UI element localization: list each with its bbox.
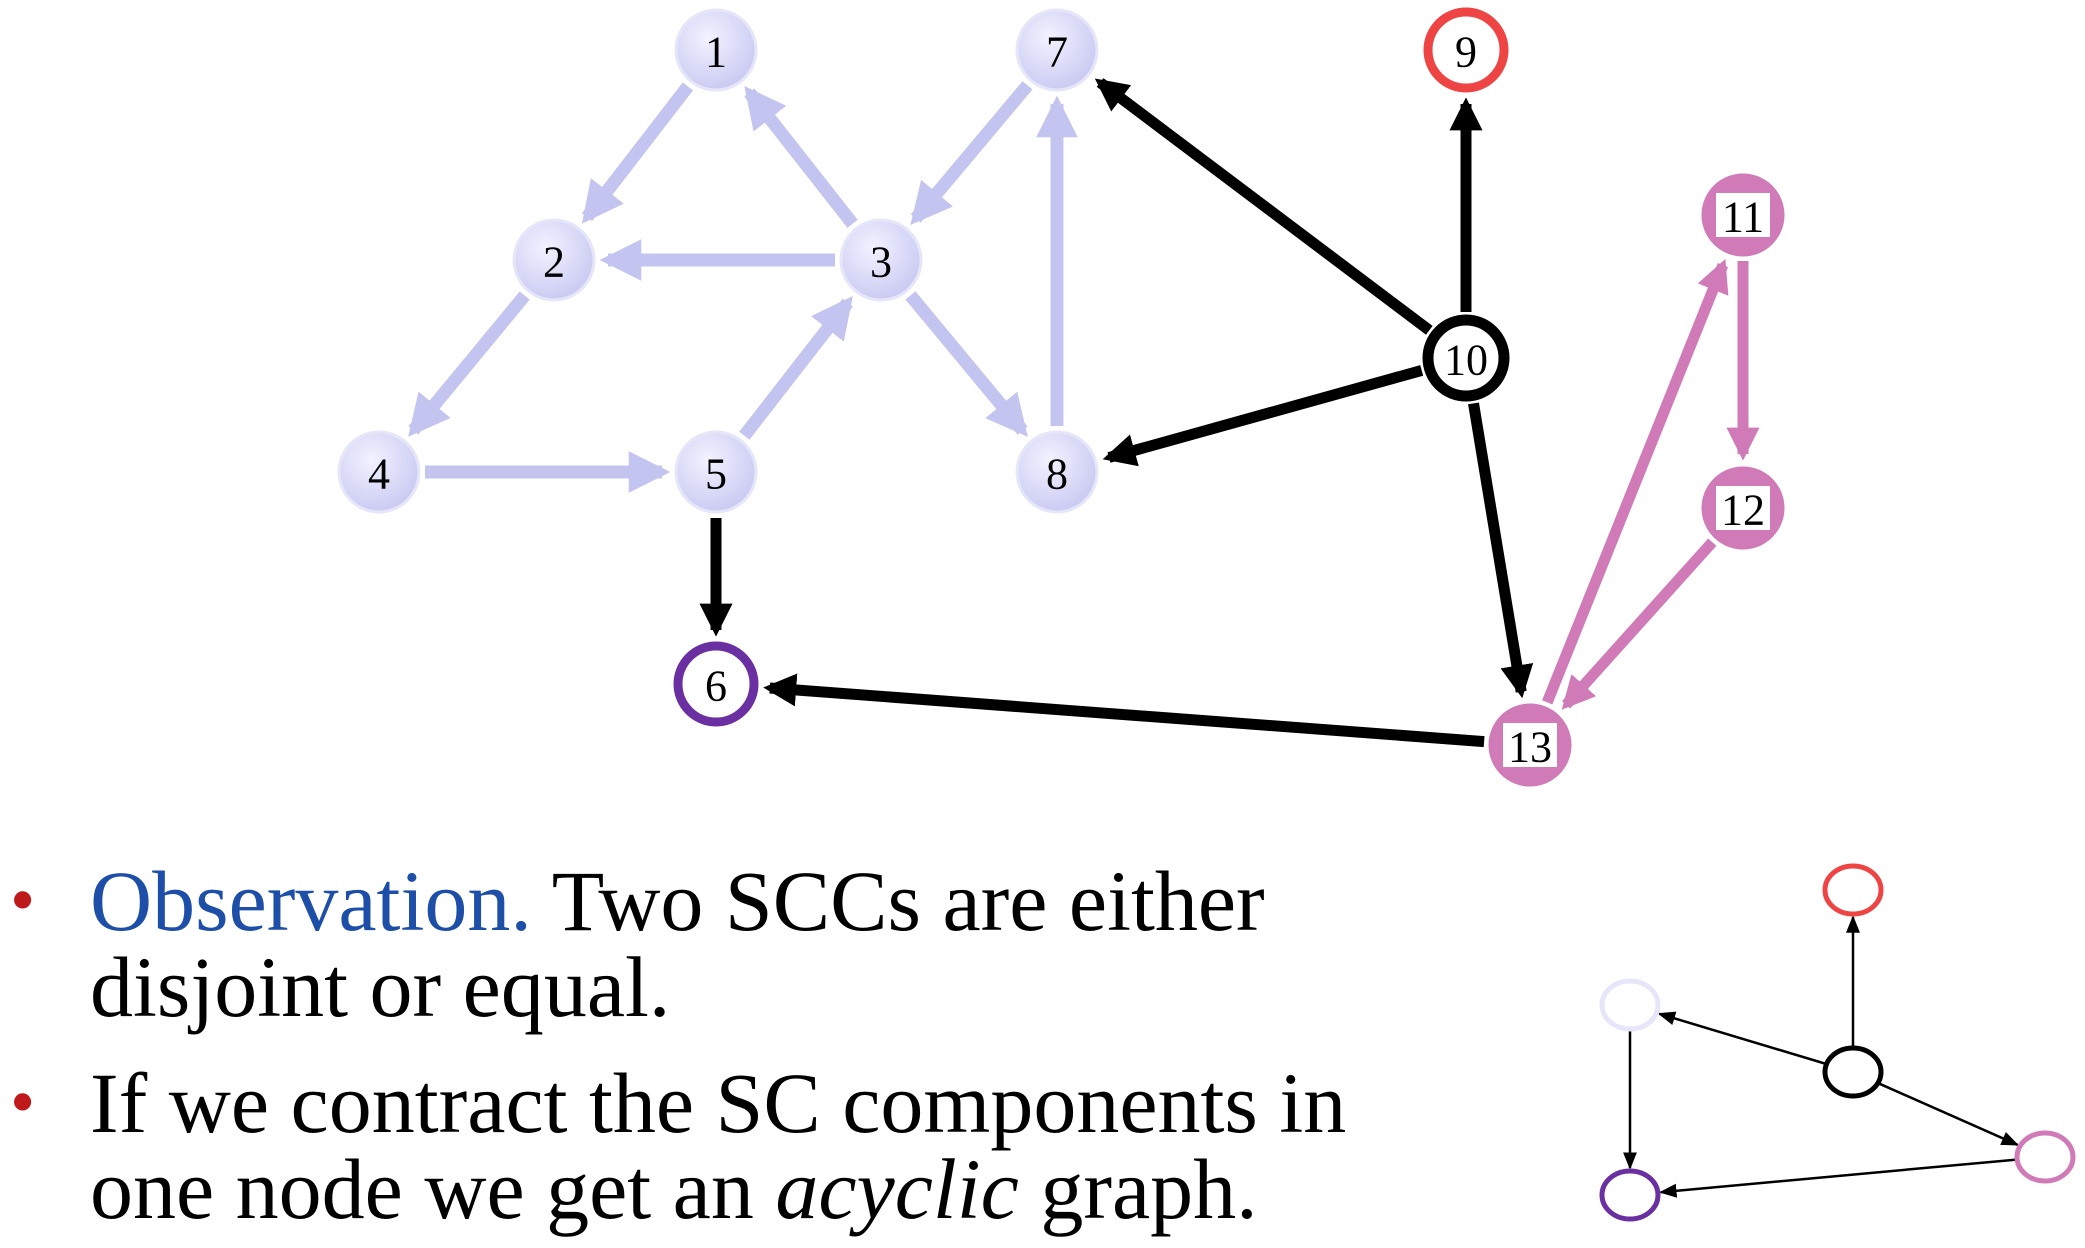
node-1: 1 [674,8,758,92]
dag-node-purple [1599,1168,1661,1222]
node-13: 13 [1488,703,1572,787]
node-6: 6 [673,641,759,727]
node-7: 7 [1015,8,1099,92]
contract-line-2-pre: one node we get an [90,1141,776,1237]
edge-13-to-6 [763,673,1485,748]
node-7-label: 7 [1046,28,1068,77]
node-9-circle [1423,7,1509,93]
contract-line-2-post: graph. [1018,1141,1258,1237]
contract-line-2-emphasis: acyclic [775,1141,1019,1237]
edge-3-to-8 [905,291,1028,437]
edge-10-to-7 [1094,78,1433,335]
node-3: 3 [839,218,923,302]
edge-7-to-3 [910,81,1033,225]
node-2-label: 2 [543,238,565,287]
node-5-label: 5 [705,450,727,499]
edge-5-to-3 [739,296,853,440]
node-2-circle [512,218,596,302]
edge-10-to-8 [1102,365,1424,467]
node-3-label: 3 [870,238,892,287]
node-11-label-box [1716,193,1770,237]
edge-10-to-13 [1468,402,1534,699]
node-4-circle [337,430,421,514]
node-8-label: 8 [1046,450,1068,499]
node-1-circle [674,8,758,92]
edge-2-to-4 [408,291,530,437]
node-13-label-box [1503,723,1557,767]
dag-edge-pink-to-purple [1659,1158,2016,1198]
node-6-label: 6 [705,662,727,711]
node-2: 2 [512,218,596,302]
node-3-circle [839,218,923,302]
bullet-dot: • [10,1062,36,1142]
observation-line-2: disjoint or equal. [90,939,671,1035]
edge-3-to-1 [744,85,858,228]
node-9-label: 9 [1455,28,1477,77]
node-9: 9 [1423,7,1509,93]
node-12-label: 12 [1721,486,1765,535]
edge-1-to-2 [581,82,694,224]
node-10-label: 10 [1444,336,1488,385]
node-7-circle [1015,8,1099,92]
node-12-label-box [1716,486,1770,530]
node-10-circle [1422,314,1510,402]
dag-node-black [1822,1045,1884,1099]
dag-edge-black-to-lavender [1657,1011,1826,1065]
node-11-label: 11 [1722,193,1764,242]
node-8: 8 [1015,430,1099,514]
dag-node-red [1822,863,1884,917]
edge-13-to-11 [1542,258,1729,705]
node-13-label: 13 [1508,723,1552,772]
dag-edge-black-to-pink [1879,1082,2020,1146]
node-1-label: 1 [705,28,727,77]
dag-node-lavender [1599,978,1661,1032]
edge-12-to-13 [1561,538,1717,710]
node-12: 12 [1701,466,1785,550]
dag-node-pink [2014,1130,2076,1184]
node-11: 11 [1701,173,1785,257]
node-10: 10 [1422,314,1510,402]
node-5: 5 [674,430,758,514]
observation-line-1: Two SCCs are either [531,853,1265,949]
node-6-circle [673,641,759,727]
bullet-dot: • [10,860,36,940]
observation-lead: Observation. [90,853,532,949]
node-4-label: 4 [368,450,390,499]
node-4: 4 [337,430,421,514]
node-8-circle [1015,430,1099,514]
contract-line-1: If we contract the SC components in [90,1055,1347,1151]
node-5-circle [674,430,758,514]
